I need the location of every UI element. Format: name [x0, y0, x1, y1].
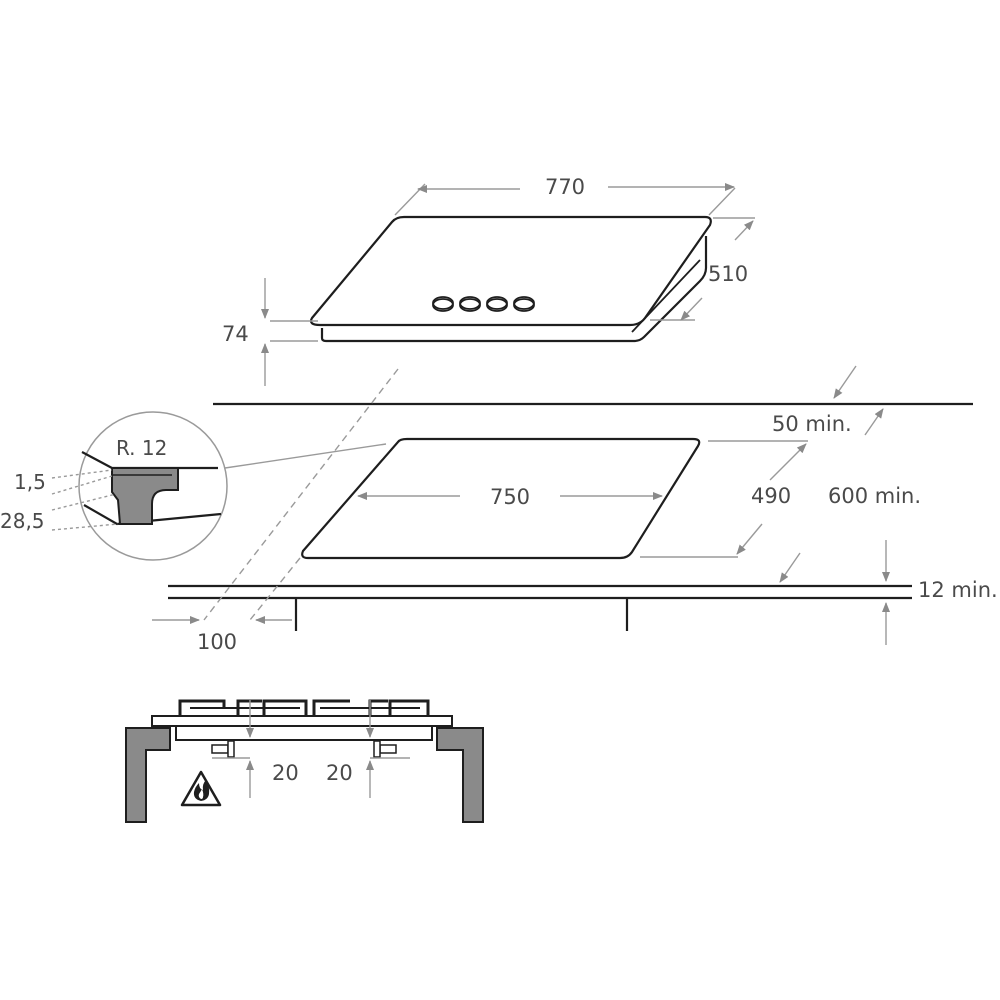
callout-leader: [224, 443, 387, 469]
pan-supports: [178, 699, 430, 716]
dimension-worktop-depth: 600 min.: [779, 408, 921, 583]
dimension-cutout-depth: 490: [640, 440, 808, 558]
label-1-5: 1,5: [14, 470, 46, 494]
label-74: 74: [222, 322, 249, 346]
label-600-min: 600 min.: [828, 484, 921, 508]
label-20-left: 20: [272, 761, 299, 785]
guide-dashed-right: [249, 557, 301, 621]
hob-3d: [309, 215, 712, 343]
label-770: 770: [545, 175, 585, 199]
dimension-worktop-thickness: 12 min.: [882, 540, 998, 645]
label-12-min: 12 min.: [918, 578, 998, 602]
control-knobs: [432, 296, 535, 312]
dimension-cutout-width: 750: [357, 485, 663, 509]
gas-connector-right: [373, 740, 397, 758]
dimension-rear-clearance: 50 min.: [772, 365, 857, 436]
worktop: [168, 402, 973, 631]
hob-plate: [151, 715, 453, 727]
hob-body: [175, 725, 433, 741]
flame-warning-icon: [180, 770, 222, 807]
label-490: 490: [751, 484, 791, 508]
cutout: [301, 437, 701, 560]
guide-dashed-left: [203, 368, 399, 621]
label-r12: R. 12: [116, 436, 167, 460]
label-750: 750: [490, 485, 530, 509]
label-20-right: 20: [326, 761, 353, 785]
label-510: 510: [708, 262, 748, 286]
label-50-min: 50 min.: [772, 412, 852, 436]
gas-connector-left: [211, 740, 235, 758]
cabinet-wall-right: [436, 727, 484, 823]
side-view: 20 20: [125, 699, 484, 823]
dimension-front-clearance: 100: [152, 616, 292, 654]
label-28-5: 28,5: [0, 509, 45, 533]
cabinet-wall-left: [125, 727, 171, 823]
edge-detail-callout: R. 12: [51, 411, 387, 561]
dimension-hob-height: 74: [222, 278, 318, 386]
label-100: 100: [197, 630, 237, 654]
dimension-hob-width: 770: [394, 175, 736, 216]
dimension-hob-depth: 510: [650, 217, 755, 321]
